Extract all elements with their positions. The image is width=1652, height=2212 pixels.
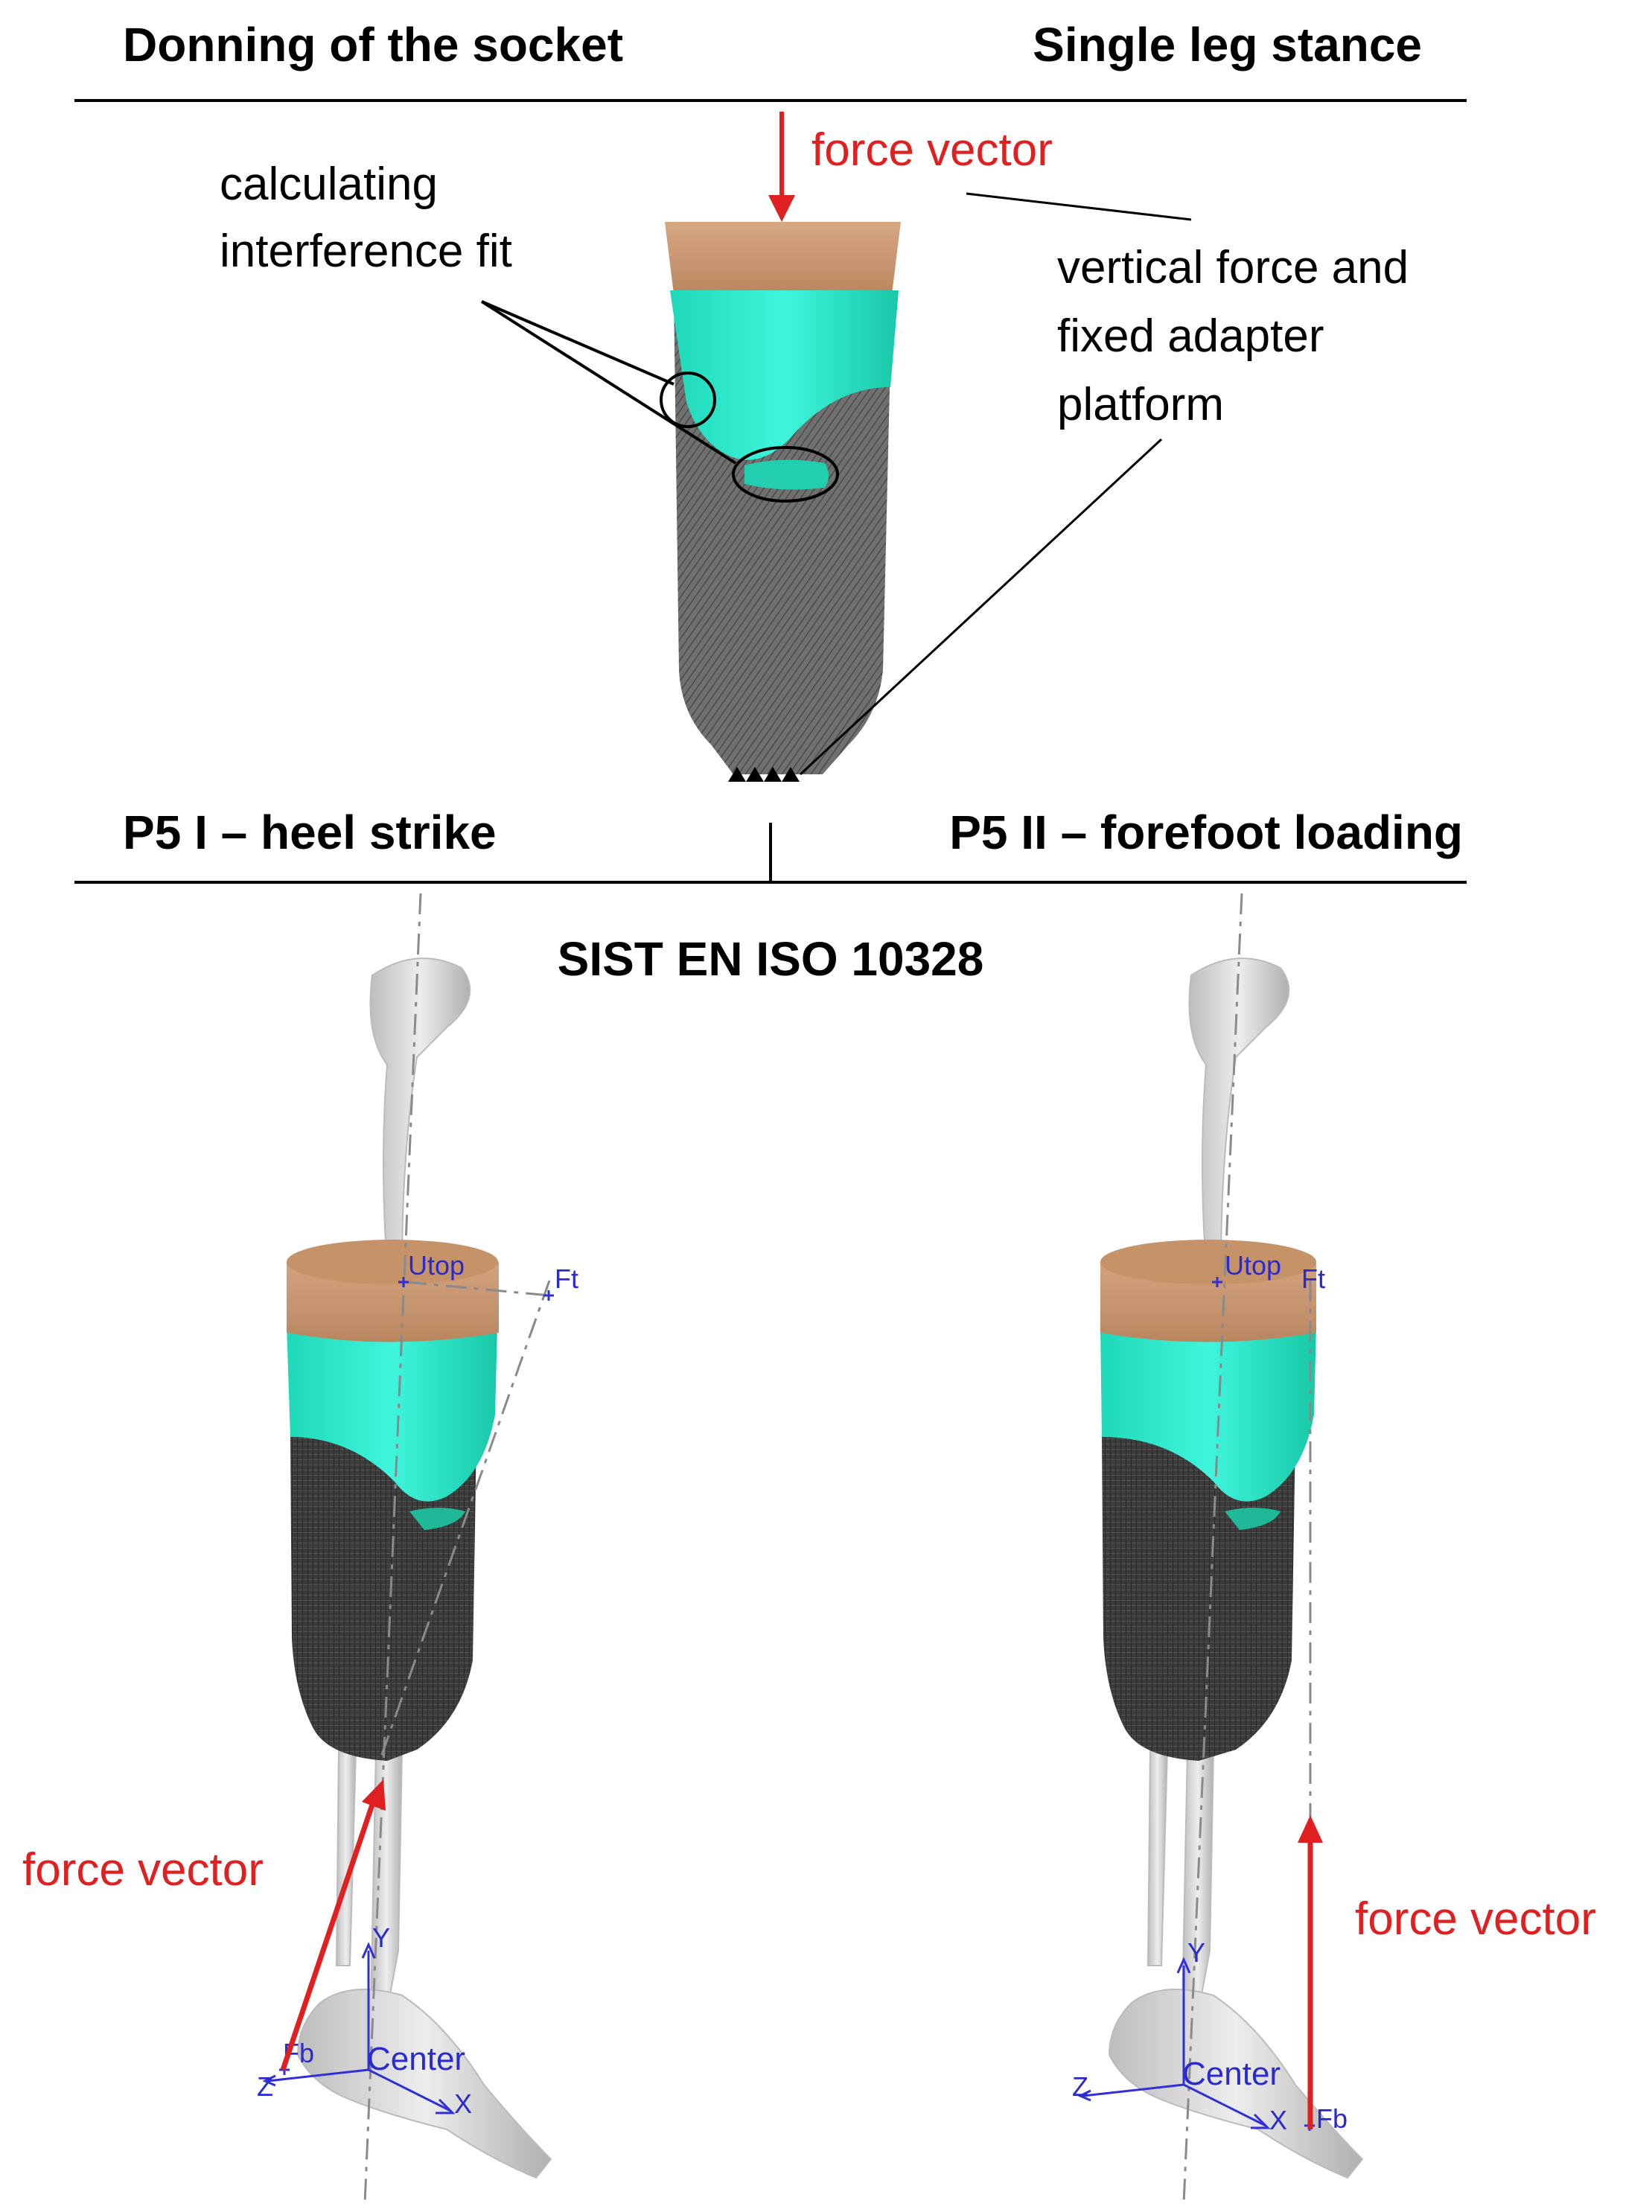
force-pointer-line: [966, 192, 1192, 221]
header-single-leg-stance: Single leg stance: [1033, 18, 1422, 71]
vertical-force-label-line1: vertical force and: [1057, 242, 1409, 293]
left-cad-markers: [262, 1277, 554, 2114]
header-forefoot-loading: P5 II – forefoot loading: [949, 806, 1463, 859]
header-heel-strike: P5 I – heel strike: [123, 806, 497, 859]
left-y-label: Y: [372, 1922, 390, 1953]
header-donning: Donning of the socket: [123, 18, 623, 71]
left-load-line: [378, 1280, 551, 1762]
right-utop-label: Utop: [1225, 1250, 1281, 1281]
right-axis-line: [1182, 893, 1243, 2205]
right-x-label: X: [1269, 2105, 1287, 2135]
left-axis-line: [363, 893, 422, 2205]
vertical-force-label-line3: platform: [1057, 379, 1224, 430]
platform-pointer-line: [799, 438, 1163, 776]
interference-label-line1: calculating: [220, 159, 438, 210]
standard-label: SIST EN ISO 10328: [558, 932, 984, 986]
right-force-arrow: [1298, 1815, 1323, 2129]
right-force-vector-label: force vector: [1355, 1893, 1596, 1945]
top-force-arrow: [768, 112, 795, 222]
interference-label-line2: interference fit: [220, 226, 512, 277]
right-z-label: Z: [1072, 2071, 1088, 2102]
left-force-arrow: [280, 1779, 386, 2071]
leg-model-forefoot-loading: [1100, 957, 1364, 2179]
left-center-label: Center: [367, 2041, 465, 2077]
leg-model-heel-strike: [287, 957, 552, 2179]
interference-markers: [480, 300, 839, 503]
left-utop-label: Utop: [408, 1250, 465, 1281]
left-top-connector: [405, 1281, 550, 1297]
left-x-label: X: [454, 2088, 472, 2119]
socket-model-top: [665, 222, 901, 782]
left-force-vector-label: force vector: [22, 1844, 264, 1896]
left-z-label: Z: [257, 2071, 273, 2102]
left-ft-label: Ft: [555, 1263, 578, 1294]
top-force-vector-label: force vector: [811, 124, 1053, 176]
right-ft-label: Ft: [1301, 1263, 1325, 1294]
right-cad-markers: [1077, 1277, 1315, 2131]
right-fb-label: Fb: [1316, 2103, 1348, 2134]
vertical-force-label-line2: fixed adapter: [1057, 310, 1324, 362]
right-center-label: Center: [1182, 2056, 1281, 2092]
right-y-label: Y: [1187, 1937, 1205, 1968]
